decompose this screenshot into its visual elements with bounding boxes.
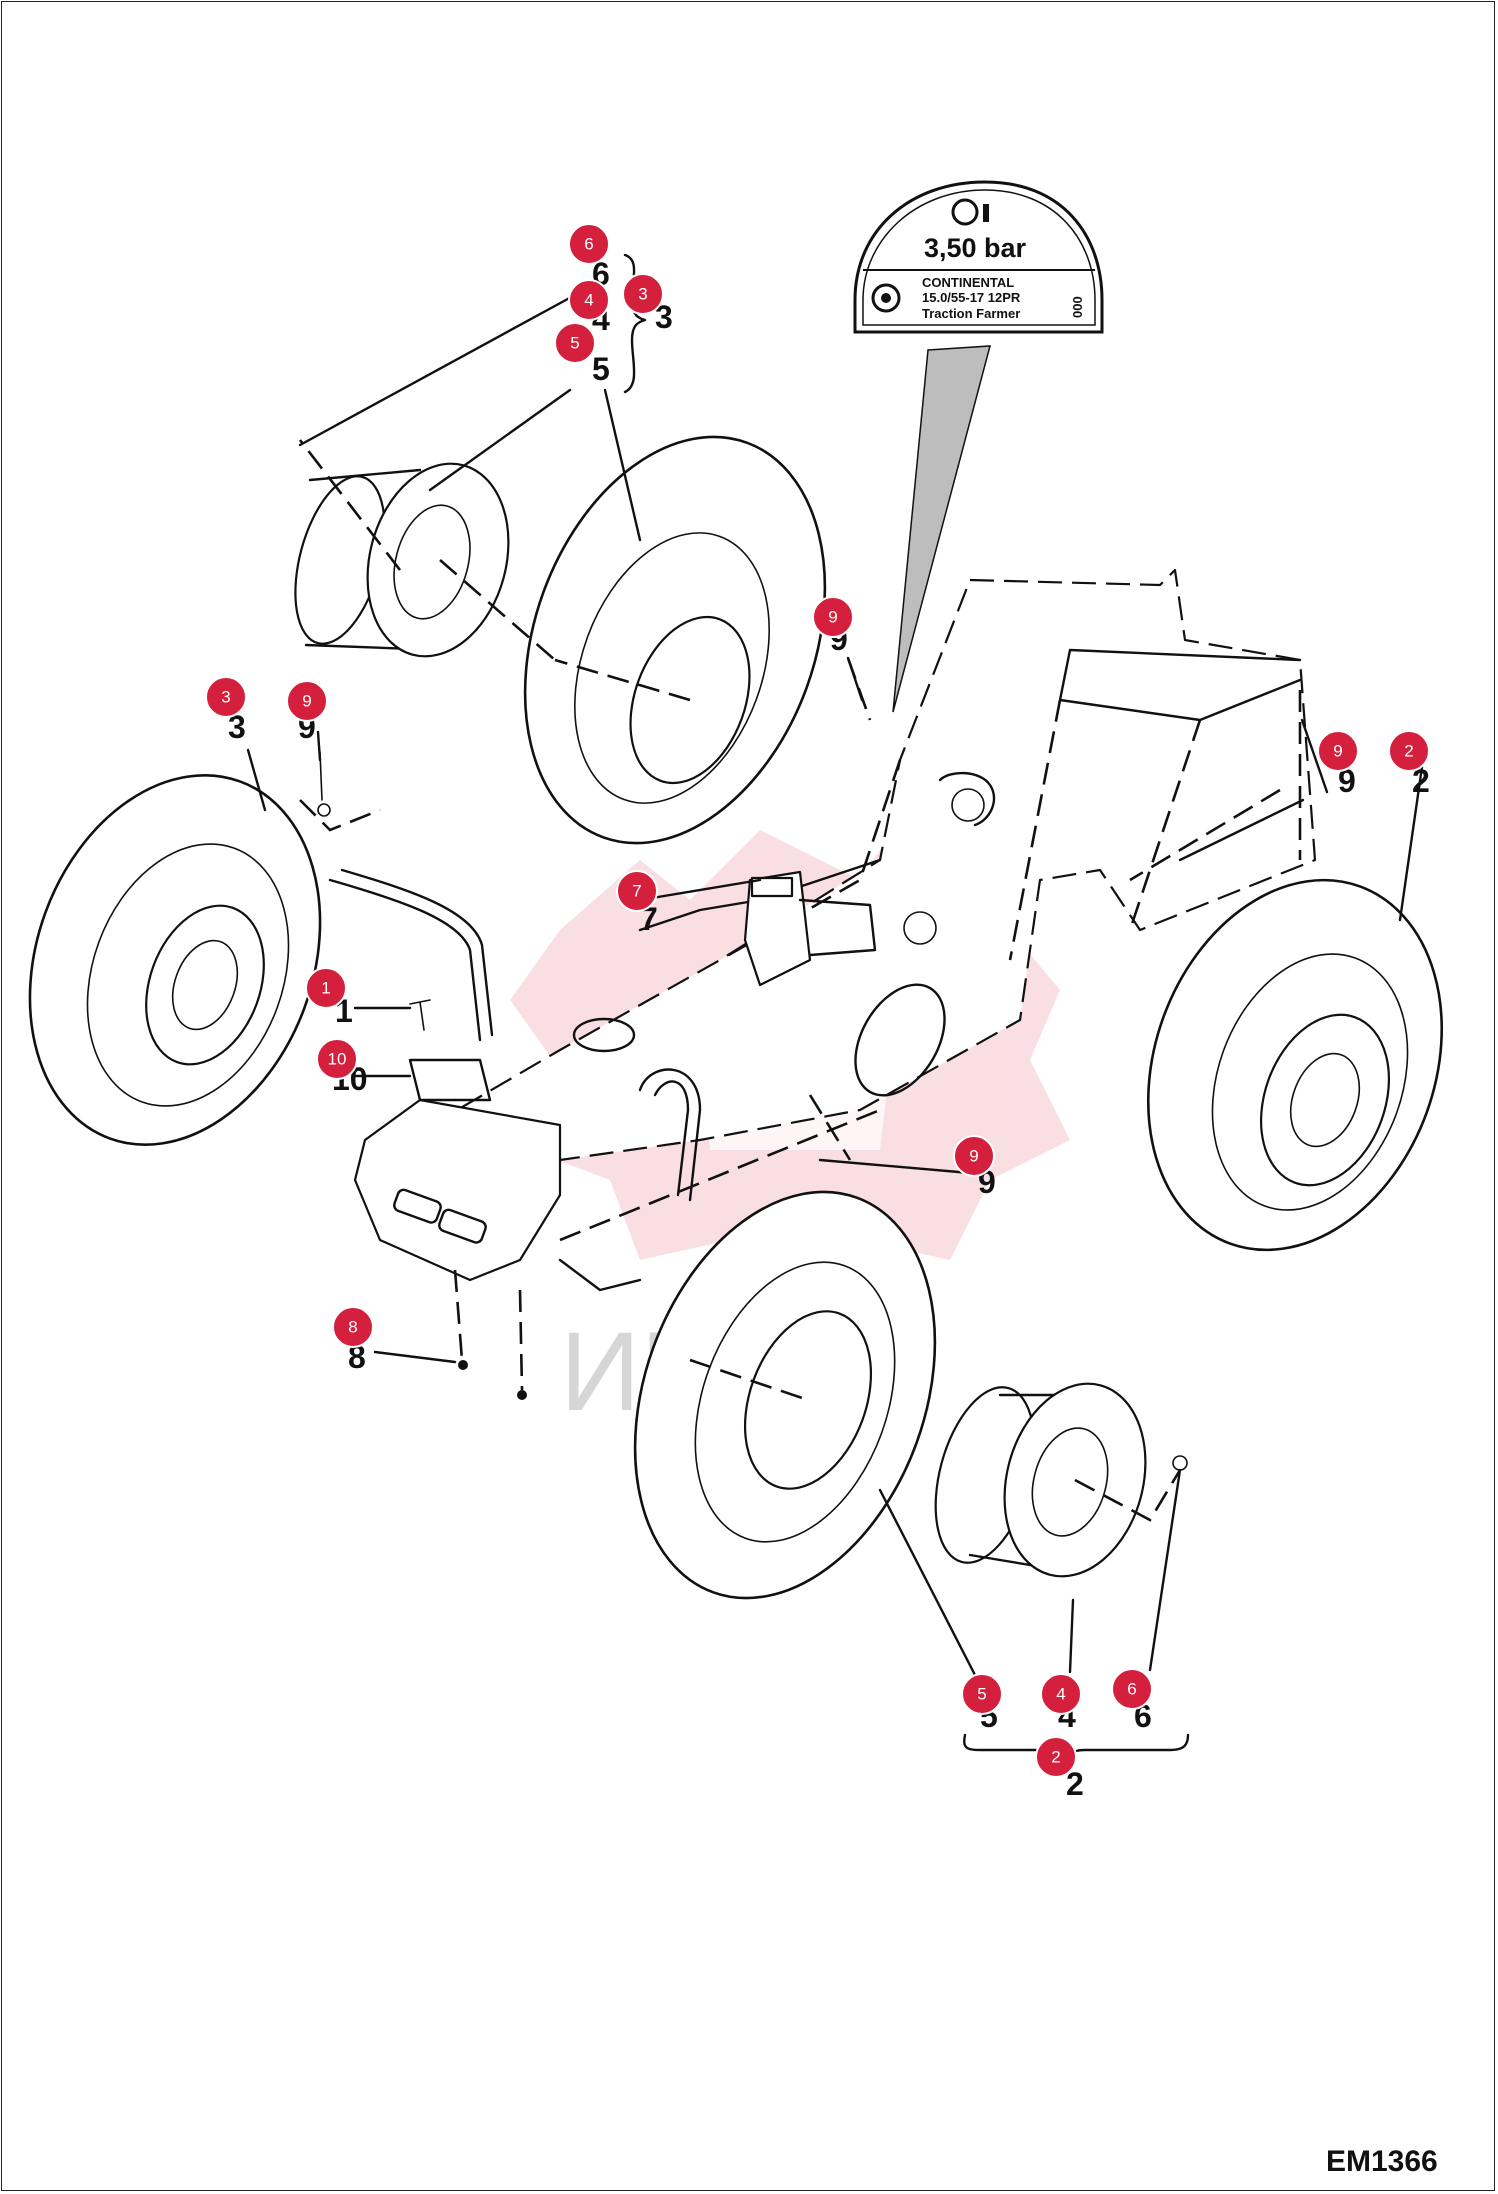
svg-text:9: 9 xyxy=(1333,742,1342,761)
pressure-value: 3,50 bar xyxy=(924,233,1027,263)
svg-text:9: 9 xyxy=(969,1147,978,1166)
callout-badges: 6 4 5 3 9 3 9 9 2 7 1 10 9 8 5 4 6 2 xyxy=(205,223,1430,1778)
label-pointer xyxy=(892,345,991,713)
callout-num-9c: 9 xyxy=(1338,763,1356,799)
callout-badge-8[interactable]: 8 xyxy=(332,1306,374,1348)
svg-text:1: 1 xyxy=(321,979,330,998)
callout-badge-9d[interactable]: 9 xyxy=(953,1135,995,1177)
callout-badge-9c[interactable]: 9 xyxy=(1317,730,1359,772)
wheel-icon xyxy=(871,283,901,313)
drawing-code: EM1366 xyxy=(1326,2145,1438,2178)
svg-text:6: 6 xyxy=(584,235,593,254)
callout-badge-5b[interactable]: 5 xyxy=(961,1673,1003,1715)
callout-badge-9b[interactable]: 9 xyxy=(286,680,328,722)
wheel-rear-left xyxy=(523,435,827,845)
svg-text:4: 4 xyxy=(1056,1685,1065,1704)
tire-tread: Traction Farmer xyxy=(922,306,1020,321)
callout-num-3b: 3 xyxy=(228,709,246,745)
svg-text:3: 3 xyxy=(638,285,647,304)
callout-badge-5a[interactable]: 5 xyxy=(554,322,596,364)
part-10-block xyxy=(408,1058,492,1102)
rim-rear-right xyxy=(934,1382,1188,1578)
callout-badge-2b[interactable]: 2 xyxy=(1035,1736,1077,1778)
wheel-rear-right xyxy=(633,1190,937,1600)
callout-badge-6b[interactable]: 6 xyxy=(1111,1668,1153,1710)
callout-badge-9a[interactable]: 9 xyxy=(812,596,854,638)
leader-lines xyxy=(246,253,1425,1760)
callout-badge-2a[interactable]: 2 xyxy=(1388,730,1430,772)
callout-badge-6a[interactable]: 6 xyxy=(568,223,610,265)
svg-text:7: 7 xyxy=(632,882,641,901)
wheel-front-right xyxy=(1146,878,1444,1252)
tire-brand: CONTINENTAL xyxy=(922,275,1014,290)
sticker-id: 000 xyxy=(1070,296,1085,318)
svg-text:4: 4 xyxy=(584,291,593,310)
callout-num-5a: 5 xyxy=(592,351,610,387)
callout-num-2b: 2 xyxy=(1066,1766,1084,1802)
callout-badge-4b[interactable]: 4 xyxy=(1040,1673,1082,1715)
tire-size: 15.0/55-17 12PR xyxy=(922,290,1021,305)
callout-badge-3b[interactable]: 3 xyxy=(205,676,247,718)
callout-badge-4a[interactable]: 4 xyxy=(568,279,610,321)
svg-text:2: 2 xyxy=(1051,1748,1060,1767)
callout-badge-3a[interactable]: 3 xyxy=(622,273,664,315)
callout-num-8: 8 xyxy=(348,1339,366,1375)
svg-text:10: 10 xyxy=(328,1050,347,1069)
callout-badge-10[interactable]: 10 xyxy=(316,1038,358,1080)
callout-badge-1[interactable]: 1 xyxy=(305,967,347,1009)
svg-text:5: 5 xyxy=(977,1685,986,1704)
svg-text:2: 2 xyxy=(1404,742,1413,761)
svg-text:8: 8 xyxy=(348,1318,357,1337)
svg-text:9: 9 xyxy=(828,608,837,627)
callout-num-2a: 2 xyxy=(1412,763,1430,799)
svg-text:9: 9 xyxy=(302,692,311,711)
tire-pressure-label: 3,50 bar CONTINENTAL 15.0/55-17 12PR Tra… xyxy=(853,180,1104,713)
gauge-icon xyxy=(983,204,989,222)
svg-text:6: 6 xyxy=(1127,1680,1136,1699)
svg-text:3: 3 xyxy=(221,688,230,707)
tractor-frame xyxy=(299,568,1317,1400)
svg-text:5: 5 xyxy=(570,334,579,353)
switch-icon xyxy=(750,876,794,898)
callout-badge-7[interactable]: 7 xyxy=(616,870,658,912)
tire-icon xyxy=(951,198,979,226)
callout-num-3a: 3 xyxy=(655,299,673,335)
rim-rear-left xyxy=(294,439,556,661)
wheel-front-left xyxy=(28,774,322,1146)
